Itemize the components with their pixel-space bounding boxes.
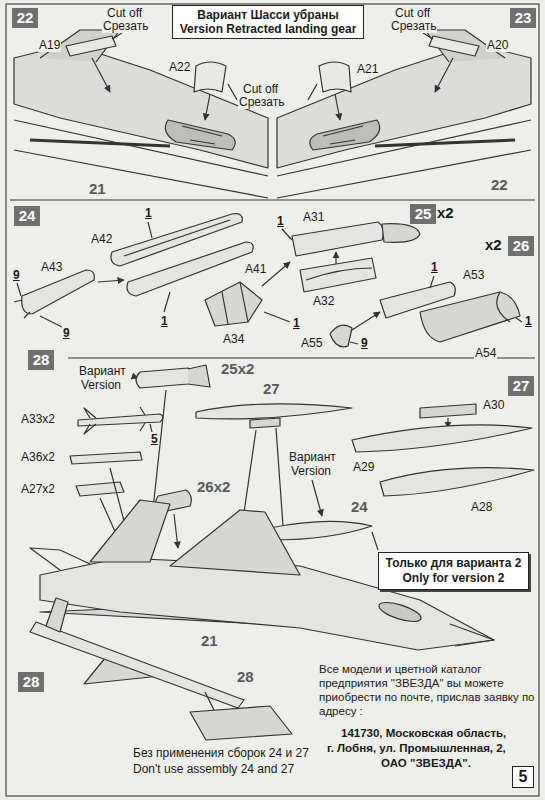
assembly-reference: 28 — [236, 670, 255, 684]
part-label: A54 — [474, 346, 497, 360]
callout-number: 1 — [524, 314, 533, 328]
note-text: Срезать — [390, 19, 437, 33]
box-text: 23 — [514, 9, 532, 27]
part-label: A34 — [222, 332, 245, 346]
note-text: ОАО "ЗВЕЗДА". — [380, 756, 472, 770]
quantity-mark: 25x2 — [220, 362, 255, 376]
note-box: Только для варианта 2Only for version 2 — [378, 552, 529, 590]
part-label: A53 — [462, 268, 485, 282]
part-label: A21 — [356, 62, 379, 76]
note-text: Срезать — [238, 95, 285, 109]
callout-number: 5 — [150, 432, 159, 446]
part-label: A22 — [168, 60, 191, 74]
part-label: A42 — [90, 232, 113, 246]
note-text: Cut off — [106, 6, 143, 20]
note-text: Version — [80, 378, 122, 392]
page-number-box: 5 — [512, 766, 534, 788]
note-text: Cut off — [394, 6, 431, 20]
box-text: Only for version 2 — [385, 571, 522, 586]
assembly-reference: 22 — [490, 178, 509, 192]
callout-number: 9 — [12, 268, 21, 282]
step-number-box: 25 — [410, 204, 436, 224]
part-label: A19 — [38, 38, 61, 52]
note-text: Вариант — [288, 450, 337, 464]
callout-number: 1 — [276, 214, 285, 228]
box-text: Version Retracted landing gear — [179, 22, 357, 36]
box-text: 28 — [32, 351, 50, 369]
note-text: Don't use assembly 24 and 27 — [132, 762, 295, 776]
quantity-mark: 26x2 — [196, 480, 231, 494]
callout-number: 1 — [292, 316, 301, 330]
box-text: 27 — [512, 377, 530, 395]
box-text: 26 — [512, 237, 530, 255]
box-text: 22 — [16, 9, 34, 27]
step-number-box: 26 — [508, 236, 534, 256]
assembly-reference: 27 — [262, 382, 281, 396]
note-text: Без применения сборок 24 и 27 — [132, 746, 310, 760]
box-text: Только для варианта 2 — [385, 556, 522, 571]
assembly-reference: 24 — [350, 500, 369, 514]
box-text: 25 — [414, 205, 432, 223]
title-box: Вариант Шасси убраныVersion Retracted la… — [172, 5, 364, 39]
step-number-box: 23 — [510, 8, 536, 28]
step-number-box: 28 — [28, 350, 54, 370]
part-label: A41 — [244, 262, 267, 276]
note-text: Все модели и цветной каталог предприятия… — [318, 662, 536, 718]
box-text: Вариант Шасси убраны — [179, 8, 357, 22]
box-text: 24 — [18, 207, 36, 225]
part-label: A29 — [352, 460, 375, 474]
callout-number: 9 — [62, 326, 71, 340]
part-label: A43 — [40, 260, 63, 274]
part-label: A32 — [312, 294, 335, 308]
box-text: 5 — [518, 768, 528, 786]
part-label: A33x2 — [20, 412, 56, 426]
quantity-mark: x2 — [484, 238, 503, 252]
part-label: A31 — [302, 210, 325, 224]
box-text: 28 — [22, 673, 40, 691]
part-label: A36x2 — [20, 450, 56, 464]
part-label: A55 — [300, 336, 323, 350]
step-number-box: 22 — [12, 8, 38, 28]
part-label: A27x2 — [20, 482, 56, 496]
note-text: 141730, Московская область, — [340, 726, 507, 740]
callout-number: 1 — [430, 260, 439, 274]
step-number-box: 24 — [14, 206, 40, 226]
note-text: Cut off — [242, 82, 279, 96]
part-label: A30 — [482, 398, 505, 412]
callout-number: 9 — [360, 336, 369, 350]
assembly-reference: 21 — [200, 634, 219, 648]
callout-number: 1 — [144, 206, 153, 220]
part-label: A28 — [470, 500, 493, 514]
quantity-mark: x2 — [436, 206, 455, 220]
callout-number: 1 — [160, 314, 169, 328]
step-number-box: 27 — [508, 376, 534, 396]
part-label: A20 — [486, 38, 509, 52]
note-text: Version — [290, 464, 332, 478]
note-text: г. Лобня, ул. Промышленная, 2, — [326, 741, 507, 755]
assembly-reference: 21 — [88, 182, 107, 196]
note-text: Срезать — [102, 19, 149, 33]
step-number-box: 28 — [18, 672, 44, 692]
note-text: Вариант — [78, 364, 127, 378]
